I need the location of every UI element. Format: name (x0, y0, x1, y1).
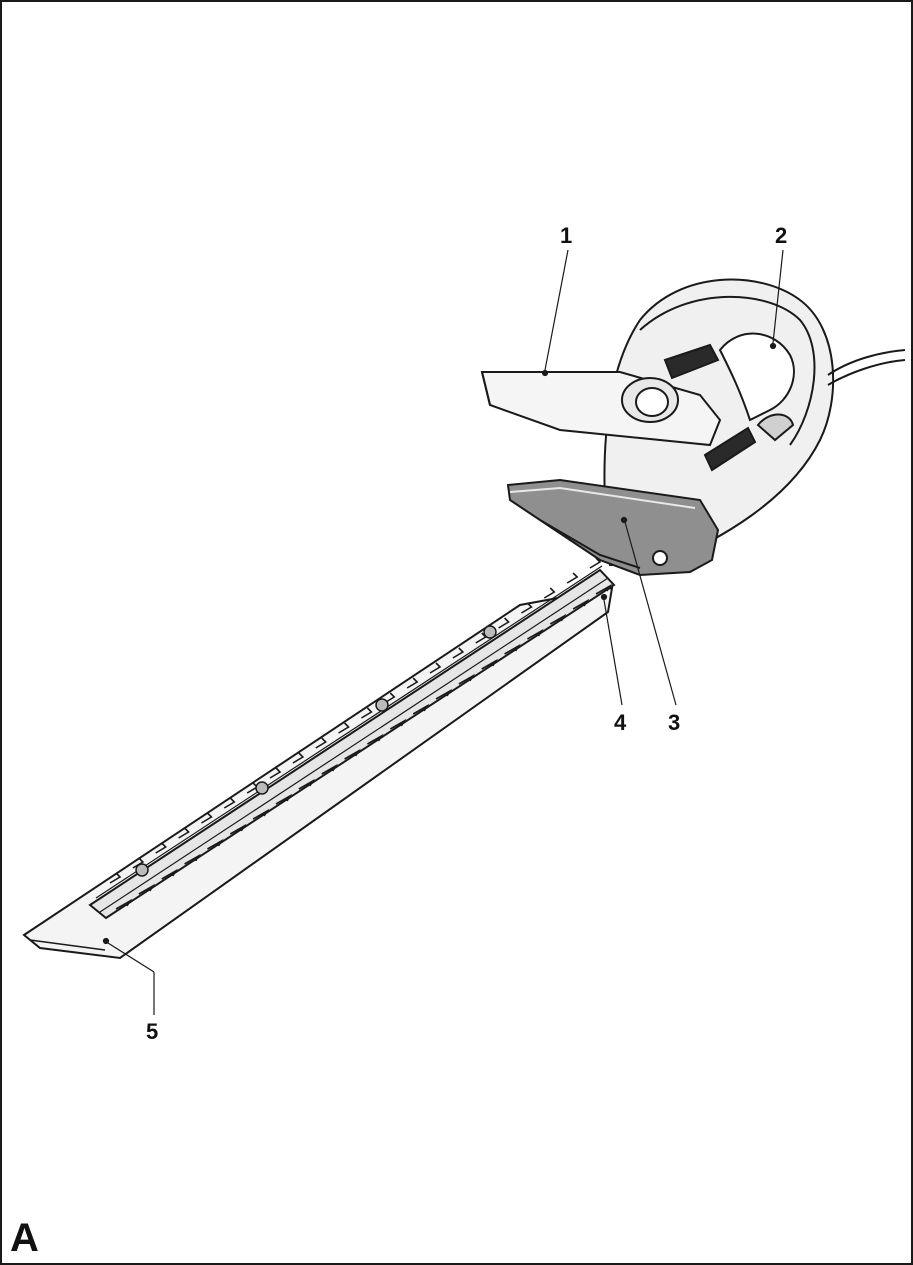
blade-rivets (135, 625, 497, 877)
blade-tooth-lower (184, 853, 201, 865)
blade-tooth-lower (481, 658, 498, 670)
blade-tooth-upper (521, 602, 533, 614)
blade-tooth-lower (458, 673, 476, 685)
blade-tooth-upper (429, 662, 442, 674)
blade-tooth-upper (109, 872, 122, 884)
blade-tooth-upper (178, 827, 190, 839)
blade-tooth-lower (595, 583, 613, 595)
blade-tooth-lower (435, 688, 453, 700)
blade-tooth-upper (292, 752, 305, 764)
blade-tooth-lower (138, 883, 156, 895)
blade-tooth-lower (572, 598, 590, 610)
blade-tooth-upper (223, 797, 236, 809)
blade-tooth-upper (452, 647, 465, 659)
blade-tooth-upper (406, 677, 419, 689)
callout-5: 5 (146, 1019, 159, 1044)
blade-tooth-upper (201, 812, 213, 824)
front-handle-icon (480, 371, 722, 447)
blade-tooth-lower (229, 823, 247, 835)
blade-tooth-lower (549, 613, 567, 625)
blade-tooth-upper (543, 587, 556, 599)
blade-tooth-lower (504, 643, 521, 655)
blade-tooth-lower (207, 838, 224, 850)
callout-2: 2 (775, 223, 788, 248)
blade-tooth-lower (344, 748, 361, 760)
blade-icon (88, 557, 616, 920)
blade-tooth-lower (161, 868, 178, 880)
blade-tooth-lower (275, 793, 293, 805)
blade-teeth (109, 557, 613, 910)
callout-3: 3 (668, 710, 681, 735)
callout-4: 4 (614, 710, 627, 735)
blade-tooth-upper (269, 767, 282, 779)
blade-tooth-lower (298, 778, 316, 790)
blade-tooth-lower (527, 628, 544, 640)
hand-guard-icon (506, 478, 720, 577)
blade-tooth-lower (115, 898, 133, 910)
blade-tooth-lower (389, 718, 407, 730)
blade-tooth-upper (315, 737, 328, 749)
blade-tooth-upper (498, 617, 510, 629)
blade-tooth-lower (412, 703, 430, 715)
blade-tooth-upper (566, 572, 579, 584)
blade-tooth-upper (155, 842, 168, 854)
blade-tooth-upper (361, 707, 373, 719)
blade-tooth-lower (367, 733, 384, 745)
figure-label: A (10, 1216, 39, 1260)
blade-tooth-lower (252, 808, 270, 820)
leader-lines (102, 249, 784, 1015)
blade-tooth-upper (383, 692, 396, 704)
callout-1: 1 (560, 223, 573, 248)
blade-tooth-upper (132, 857, 145, 869)
blade-tooth-lower (321, 763, 338, 775)
blade-tooth-upper (338, 722, 350, 734)
